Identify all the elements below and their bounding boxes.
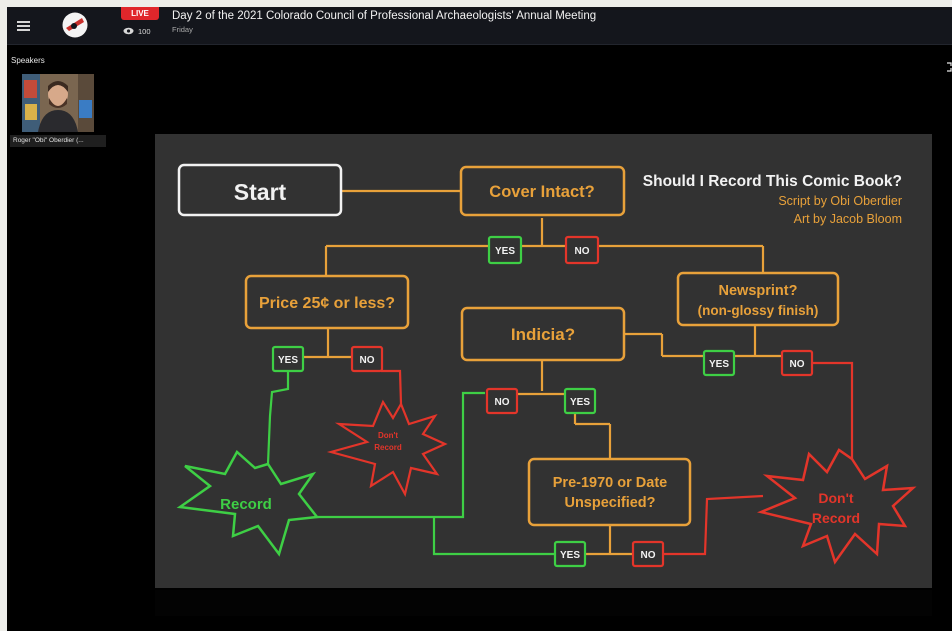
dont-record-large-label-1: Don't <box>818 490 854 506</box>
cover-no-label: NO <box>575 246 590 257</box>
credit-script: Script by Obi Oberdier <box>778 194 902 208</box>
speakers-heading: Speakers <box>11 56 45 65</box>
price-yes-badge <box>271 345 305 373</box>
green-connectors <box>266 371 555 556</box>
record-label: Record <box>220 496 272 513</box>
menu-icon-line <box>17 25 30 27</box>
newsprint-yes-label: YES <box>709 359 729 370</box>
price-box <box>244 274 410 330</box>
viewer-count-group: 100 <box>123 25 151 37</box>
indicia-label: Indicia? <box>511 325 575 344</box>
flowchart-slide: Start Cover Intact? Should I Record This… <box>155 134 932 588</box>
menu-icon-line <box>17 29 30 31</box>
cover-intact-label: Cover Intact? <box>489 183 594 201</box>
dont-record-small-label-1: Don't <box>378 431 398 440</box>
indicia-box <box>460 306 626 362</box>
pre1970-yes-badge <box>553 540 587 568</box>
menu-button[interactable] <box>13 15 35 37</box>
pre1970-box <box>527 457 692 527</box>
price-no-label: NO <box>360 355 375 366</box>
cover-yes-label: YES <box>495 246 515 257</box>
newsprint-label-1: Newsprint? <box>719 283 798 299</box>
start-label: Start <box>234 179 287 205</box>
app-window: LIVE 100 Day 2 of the 2021 Colorado Coun… <box>7 7 952 631</box>
newsprint-box <box>676 271 840 327</box>
newsprint-no-badge <box>780 349 814 377</box>
start-box <box>177 163 343 217</box>
indicia-yes-badge <box>563 387 597 415</box>
speaker-video-thumbnail[interactable] <box>22 74 94 132</box>
newsprint-no-label: NO <box>790 359 805 370</box>
indicia-yes-label: YES <box>570 397 590 408</box>
speaker-name-label: Roger "Obi" Oberdier (... <box>10 135 106 147</box>
price-yes-label: YES <box>278 355 298 366</box>
pre1970-yes-label: YES <box>560 550 580 561</box>
dont-record-burst-large <box>756 448 917 565</box>
cover-yes-badge <box>487 235 523 265</box>
dont-record-large-label-2: Record <box>812 510 860 526</box>
price-label: Price 25¢ or less? <box>259 295 395 312</box>
price-no-badge <box>350 345 384 373</box>
dont-record-small-label-2: Record <box>374 443 402 452</box>
red-connectors <box>381 361 854 556</box>
orange-connectors <box>288 189 782 556</box>
pre1970-label-2: Unspecified? <box>564 495 655 511</box>
cover-no-badge <box>564 235 600 265</box>
meeting-title: Day 2 of the 2021 Colorado Council of Pr… <box>172 10 597 22</box>
pre1970-label-1: Pre-1970 or Date <box>553 475 667 491</box>
speaker-avatar <box>22 74 94 132</box>
indicia-no-badge <box>485 387 519 415</box>
indicia-no-label: NO <box>495 397 510 408</box>
newsprint-label-2: (non-glossy finish) <box>698 303 819 318</box>
expand-icon[interactable] <box>942 61 952 73</box>
slide-title: Should I Record This Comic Book? <box>643 173 902 190</box>
dont-record-burst-small <box>326 399 448 498</box>
pre1970-no-label: NO <box>641 550 656 561</box>
eye-icon <box>123 27 134 35</box>
newsprint-yes-badge <box>702 349 736 377</box>
live-badge: LIVE <box>121 7 159 20</box>
viewer-count: 100 <box>138 26 151 36</box>
menu-icon-line <box>17 21 30 23</box>
meeting-subtitle: Friday <box>172 25 193 34</box>
channel-logo-icon[interactable] <box>61 11 89 39</box>
slide-footer-strip <box>155 590 932 616</box>
record-burst <box>176 450 320 557</box>
cover-intact-box <box>459 165 626 217</box>
credit-art: Art by Jacob Bloom <box>794 212 902 226</box>
top-bar: LIVE 100 Day 2 of the 2021 Colorado Coun… <box>7 7 952 45</box>
pre1970-no-badge <box>631 540 665 568</box>
